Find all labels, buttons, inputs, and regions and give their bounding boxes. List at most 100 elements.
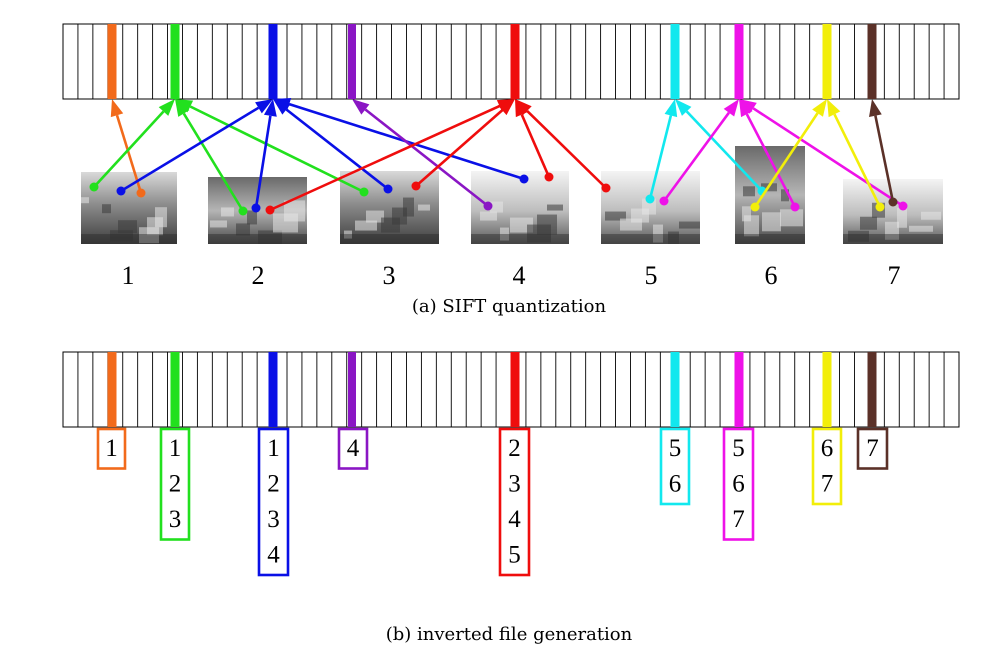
arrow-head <box>675 99 692 116</box>
photo-detail <box>210 220 227 228</box>
bar-a-visual-word-4 <box>348 24 356 99</box>
arrow-word-7-3 <box>739 99 908 211</box>
quantization-arrows <box>89 97 908 216</box>
arrow-head <box>158 99 175 116</box>
bar-a-visual-word-8 <box>822 24 832 99</box>
photo-detail <box>355 220 377 231</box>
photo-detail <box>547 204 563 211</box>
arrow-word-8-1 <box>750 99 827 212</box>
arrow-word-4-1 <box>352 99 493 211</box>
posting-entry: 1 <box>105 435 118 462</box>
arrow-shaft <box>189 105 365 194</box>
photo-foreground <box>340 234 439 244</box>
arrow-head <box>664 99 678 118</box>
bar-a-visual-word-6 <box>670 24 680 99</box>
arrow-head <box>827 99 841 118</box>
image-label-7: 7 <box>888 261 901 290</box>
posting-entry: 2 <box>169 471 182 498</box>
photo-detail <box>780 209 803 227</box>
arrow-shaft <box>285 108 389 191</box>
image-label-6: 6 <box>765 261 778 290</box>
posting-list-word-8: 67 <box>811 427 843 506</box>
arrow-shaft <box>269 104 501 212</box>
image-label-4: 4 <box>513 261 526 290</box>
photo-detail <box>909 225 933 232</box>
photo-foreground <box>471 234 569 244</box>
arrow-head <box>175 99 194 113</box>
arrow-word-5-4 <box>515 99 611 193</box>
photo-detail <box>762 212 781 232</box>
photo-foreground <box>81 234 177 244</box>
feature-point <box>544 172 554 182</box>
bar-a-visual-word-5 <box>510 24 520 99</box>
posting-list-word-1: 1 <box>96 427 127 470</box>
arrow-head <box>739 99 757 114</box>
photo-detail <box>81 197 89 204</box>
photo-detail <box>221 207 234 217</box>
arrow-shaft <box>182 112 245 212</box>
photo-detail <box>418 204 430 211</box>
photo-foreground <box>601 234 700 244</box>
bar-a-visual-word-9 <box>867 24 877 99</box>
arrow-head <box>255 99 273 114</box>
feature-point <box>251 203 261 213</box>
posting-entry: 7 <box>866 435 879 462</box>
posting-list-word-7: 567 <box>722 427 755 541</box>
posting-list-word-9: 7 <box>856 427 889 470</box>
posting-entry: 3 <box>508 471 521 498</box>
photo-foreground <box>735 234 805 244</box>
feature-point <box>116 186 126 196</box>
feature-point <box>265 205 275 215</box>
photo-detail <box>366 210 384 223</box>
posting-list-box <box>659 427 691 506</box>
bar-b-visual-word-7 <box>734 352 744 427</box>
arrow-word-6-2 <box>675 99 767 196</box>
bar-b-visual-word-6 <box>670 352 680 427</box>
photo-2 <box>208 177 307 244</box>
arrow-shaft <box>648 115 673 200</box>
photo-7 <box>843 179 943 244</box>
posting-entry: 2 <box>267 471 280 498</box>
posting-list-word-2: 123 <box>159 427 191 541</box>
posting-list-box <box>96 427 127 470</box>
photo-detail <box>781 189 789 202</box>
arrow-shaft <box>364 108 489 208</box>
photo-detail <box>403 197 414 217</box>
feature-point <box>659 196 669 206</box>
image-label-3: 3 <box>383 261 396 290</box>
photo-detail <box>742 206 751 222</box>
photo-detail <box>258 230 282 244</box>
arrow-head <box>273 97 292 111</box>
photo-detail <box>668 231 679 244</box>
bar-b-visual-word-2 <box>170 352 180 427</box>
feature-point <box>136 188 146 198</box>
photo-detail <box>885 221 899 240</box>
photo-6 <box>735 146 805 244</box>
photo-detail <box>897 207 907 228</box>
arrow-head <box>812 99 827 117</box>
feature-point <box>750 202 760 212</box>
photo-detail <box>102 204 111 214</box>
image-label-2: 2 <box>252 261 265 290</box>
posting-entry: 5 <box>508 542 521 569</box>
posting-list-box <box>257 427 290 577</box>
photo-detail <box>273 213 298 233</box>
arrow-shaft <box>874 115 895 203</box>
arrow-word-3-1 <box>116 99 273 196</box>
arrow-shaft <box>93 110 165 188</box>
posting-entry: 3 <box>169 506 182 533</box>
feature-point <box>898 201 908 211</box>
posting-entry: 6 <box>669 471 682 498</box>
feature-point <box>238 206 248 216</box>
arrow-word-2-1 <box>89 99 175 192</box>
photo-5 <box>601 171 700 244</box>
arrow-word-3-2 <box>251 99 277 213</box>
feature-point <box>888 197 898 207</box>
bar-b-visual-word-8 <box>822 352 832 427</box>
arrow-shaft <box>120 106 260 193</box>
bar-b-visual-word-9 <box>867 352 877 427</box>
